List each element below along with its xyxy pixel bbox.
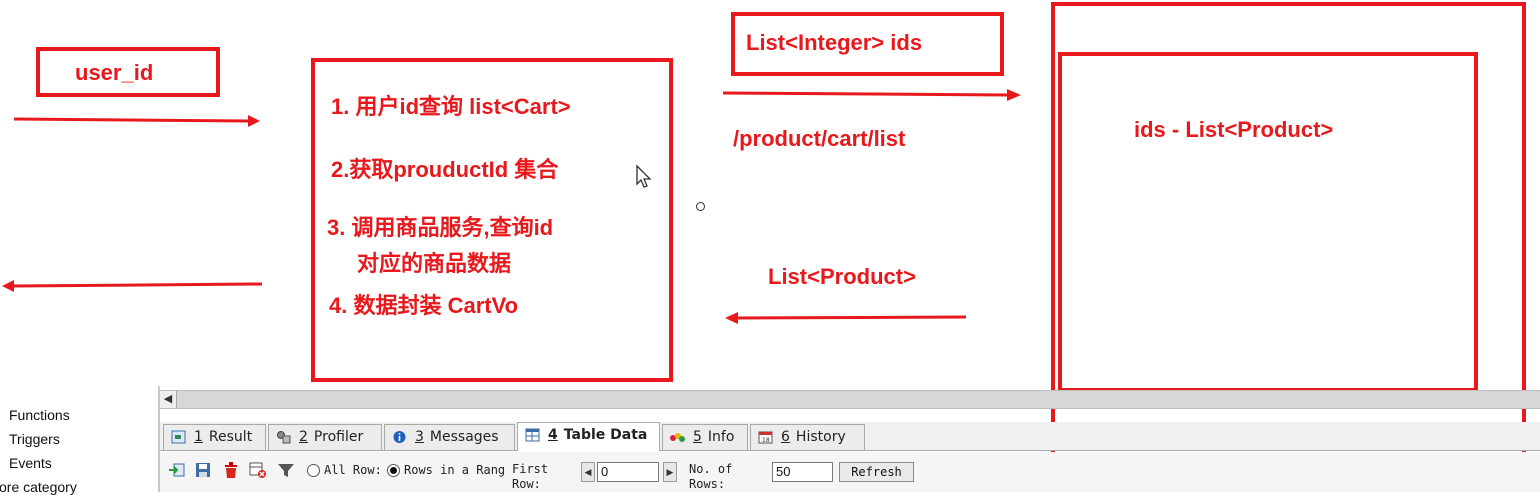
scroll-left-icon[interactable]: ◀ bbox=[160, 391, 177, 408]
svg-text:18: 18 bbox=[762, 437, 770, 444]
mouse-cursor-icon bbox=[636, 164, 652, 188]
cart-steps-box bbox=[311, 58, 673, 382]
step-4: 4. 数据封装 CartVo bbox=[329, 293, 519, 318]
all-rows-radio[interactable] bbox=[307, 464, 320, 477]
endpoint-label: /product/cart/list bbox=[733, 126, 906, 151]
refresh-button[interactable]: Refresh bbox=[839, 462, 914, 482]
product-service-inner-box bbox=[1058, 52, 1478, 392]
step-3-continued: 对应的商品数据 bbox=[357, 251, 512, 276]
num-rows-label-line2: Rows: bbox=[689, 477, 726, 491]
tree-item-store-category[interactable]: ore category bbox=[0, 479, 77, 495]
arrow-out-of-service bbox=[2, 280, 263, 292]
previous-page-button[interactable]: ◀ bbox=[581, 462, 595, 482]
import-icon[interactable] bbox=[168, 461, 186, 479]
calendar-icon: 18 bbox=[758, 431, 773, 444]
user-id-label: user_id bbox=[75, 60, 154, 85]
delete-icon[interactable] bbox=[222, 461, 240, 479]
profiler-icon bbox=[277, 431, 291, 444]
arrow-into-service bbox=[13, 115, 260, 127]
response-label: List<Product> bbox=[768, 264, 916, 289]
table-data-toolbar: All Row: Rows in a Rang First Row: ◀ 0 ▶… bbox=[160, 452, 1540, 492]
arrow-to-product-service bbox=[722, 89, 1021, 101]
step-2: 2.获取prouductId 集合 bbox=[331, 157, 559, 182]
info-icon bbox=[670, 433, 685, 442]
clear-table-icon[interactable] bbox=[249, 461, 267, 479]
request-param-box bbox=[731, 12, 1004, 76]
save-icon[interactable] bbox=[194, 461, 212, 479]
cursor-dot bbox=[696, 202, 705, 211]
step-1: 1. 用户id查询 list<Cart> bbox=[331, 94, 571, 119]
table-icon bbox=[525, 428, 540, 442]
request-param-label: List<Integer> ids bbox=[746, 30, 923, 55]
rows-in-range-label: Rows in a Rang bbox=[404, 463, 506, 477]
result-grid-icon bbox=[171, 430, 186, 444]
rows-in-range-radio[interactable] bbox=[387, 464, 400, 477]
panel-splitter[interactable] bbox=[158, 386, 160, 492]
horizontal-scrollbar[interactable]: ◀ bbox=[160, 390, 1540, 409]
filter-icon[interactable] bbox=[277, 461, 295, 479]
tree-item-triggers[interactable]: Triggers bbox=[9, 431, 60, 447]
user-id-box bbox=[36, 47, 220, 97]
info-circle-icon bbox=[393, 431, 406, 443]
next-page-button[interactable]: ▶ bbox=[663, 462, 677, 482]
num-rows-input[interactable]: 50 bbox=[772, 462, 833, 482]
tree-item-events[interactable]: Events bbox=[9, 455, 52, 471]
arrow-from-product-service bbox=[725, 312, 967, 324]
tree-item-functions[interactable]: Functions bbox=[9, 407, 70, 423]
product-service-label: ids - List<Product> bbox=[1134, 117, 1334, 142]
step-3: 3. 调用商品服务,查询id bbox=[327, 215, 554, 240]
first-row-label-line2: Row: bbox=[512, 477, 541, 491]
num-rows-label-line1: No. of bbox=[689, 462, 733, 476]
all-rows-label: All Row: bbox=[324, 463, 382, 477]
first-row-input[interactable]: 0 bbox=[597, 462, 659, 482]
object-tree: Functions Triggers Events ore category bbox=[0, 396, 158, 495]
first-row-label-line1: First bbox=[512, 462, 549, 476]
